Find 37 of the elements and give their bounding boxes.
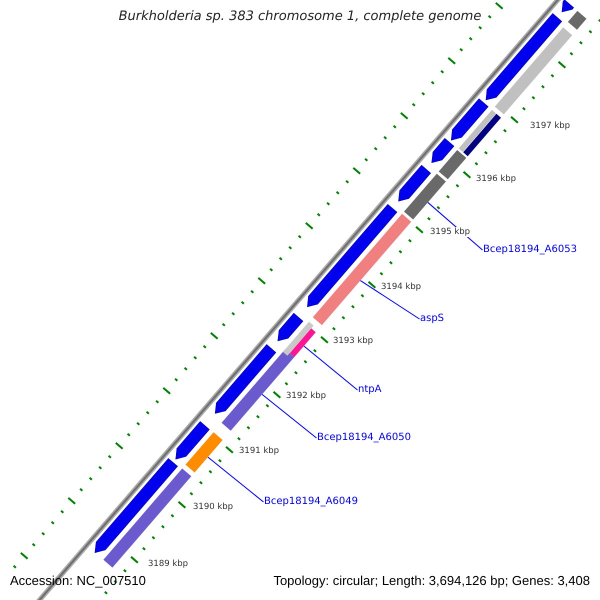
gene-label: Bcep18194_A6053	[483, 244, 577, 256]
gene-bar	[103, 468, 192, 568]
tick-label: 3190 kbp	[193, 502, 234, 512]
leader-line	[303, 345, 358, 390]
gene-bar	[431, 138, 454, 163]
gene-bar	[494, 27, 572, 114]
leader-line	[207, 456, 264, 502]
title: Burkholderia sp. 383 chromosome 1, complete genome	[118, 9, 482, 25]
gene-bar	[450, 98, 489, 140]
gene-bar	[282, 322, 314, 356]
tick-label: 3189 kbp	[148, 559, 188, 570]
gene-label: ntpA	[358, 384, 382, 396]
gene-label: Bcep18194_A6050	[317, 432, 411, 444]
leader-line	[360, 280, 420, 320]
tick-label: 3191 kbp	[239, 446, 280, 456]
tick-label: 3196 kbp	[476, 174, 516, 184]
gene-bar	[94, 458, 178, 553]
gene-bar	[562, 0, 574, 12]
gene-label: Bcep18194_A6049	[264, 496, 358, 508]
tick-label: 3192 kbp	[286, 391, 326, 402]
gene-bar	[568, 10, 586, 30]
gene-bar	[404, 174, 446, 220]
gene-bar	[486, 13, 562, 100]
gene-bar	[214, 344, 276, 414]
gene-bar	[175, 421, 210, 460]
gene-bar	[278, 312, 304, 342]
gene-bar	[398, 164, 432, 202]
gene-label: aspS	[420, 313, 444, 325]
gene-bar	[438, 150, 466, 180]
tick-label: 3197 kbp	[530, 121, 570, 132]
tick-label: 3195 kbp	[430, 227, 470, 238]
genome-info-text: Topology: circular; Length: 3,694,126 bp; Genes: 3,408	[273, 573, 590, 589]
tick-label: 3193 kbp	[333, 336, 374, 346]
leader-line	[262, 394, 317, 438]
gene-bar	[186, 432, 223, 472]
tick-label: 3194 kbp	[381, 282, 422, 292]
gene-bar	[290, 328, 316, 357]
